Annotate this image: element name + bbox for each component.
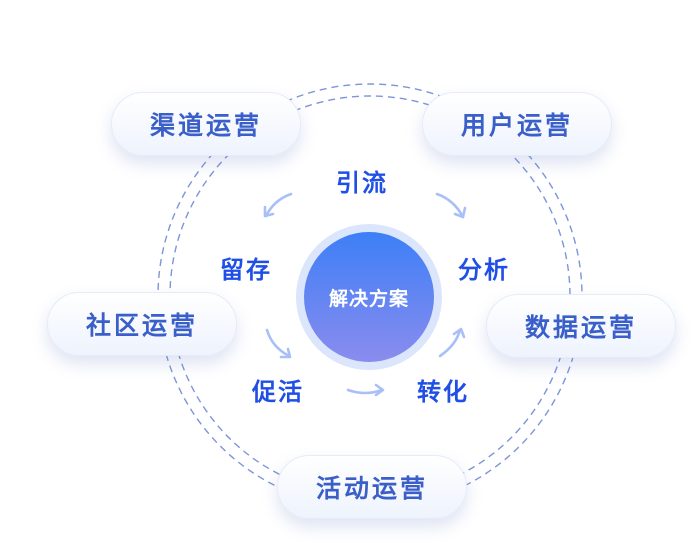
activity-operations-label: 活动运营 [315, 474, 428, 503]
step-conversion: 转化 [417, 378, 469, 406]
community-operations-label: 社区运营 [85, 311, 198, 340]
step-retention: 留存 [220, 256, 272, 284]
solution-hub-label: 解决方案 [328, 287, 409, 310]
community-operations-node: 社区运营 [47, 292, 237, 356]
data-operations-label: 数据运营 [524, 313, 637, 342]
user-operations-node: 用户运营 [422, 92, 612, 156]
step-traffic-acquisition: 引流 [336, 169, 388, 197]
step-analysis: 分析 [458, 256, 510, 284]
activity-operations-node: 活动运营 [277, 455, 467, 519]
step-activation: 促活 [252, 378, 304, 406]
user-operations-label: 用户运营 [460, 111, 573, 140]
channel-operations-label: 渠道运营 [149, 111, 262, 140]
channel-operations-node: 渠道运营 [111, 92, 301, 156]
data-operations-node: 数据运营 [486, 294, 676, 358]
solution-hub: 解决方案 [304, 232, 434, 362]
